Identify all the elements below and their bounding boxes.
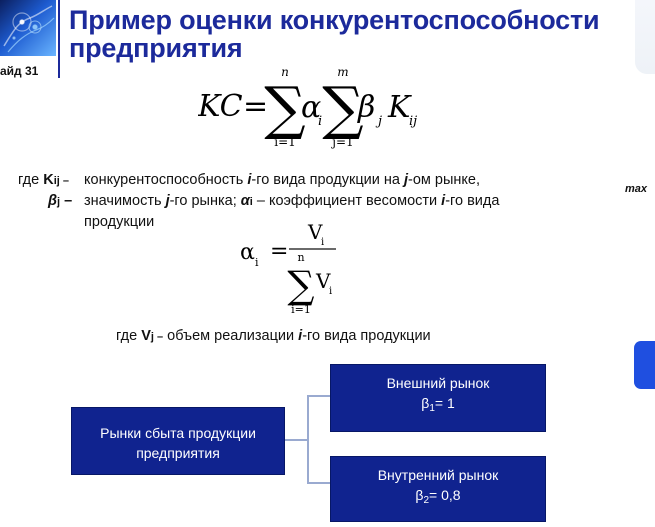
k-description: конкурентоспособность i-го вида продукци… [84,170,480,190]
k-description-part-2: -го вида продукции на [251,172,404,188]
k-term: K [43,172,54,188]
diagram-root-connector [285,439,308,441]
k-description-j: j [404,172,409,188]
internal-market-beta: β [415,487,424,503]
beta-term-subscript: j [57,196,61,208]
alpha-formula-subscript: i [255,256,259,269]
beta-description-i: i [441,193,446,209]
inner-sum-lower-limit: j=1 [330,135,353,149]
formula-equals: = [243,89,268,124]
diagram-vertical-connector [307,395,309,483]
alpha-formula-numerator-subscript: i [321,237,324,248]
alpha-formula-sum-lower-limit: i=1 [291,303,311,316]
k-symbol: K [387,90,412,125]
outer-sum-upper-limit: n [281,65,289,79]
alpha-subscript: i [318,114,322,129]
beta-description-j: j [165,193,170,209]
beta-term: β [48,193,57,209]
definition-continuation: продукции [84,214,155,230]
logo [0,0,56,56]
alpha-inline-subscript: i [249,196,253,208]
where-label: где [18,172,40,188]
alpha-symbol: α [301,90,321,125]
alpha-formula-denominator-subscript: i [329,286,332,297]
alpha-inline-term: α [240,193,250,209]
internal-market-box: Внутренний рынок β2= 0,8 [330,456,546,522]
competitiveness-formula: KC = n ∑ i=1 α i m ∑ j=1 β j K ij [198,65,417,149]
volume-where-label: где [116,328,138,344]
external-market-weight: β1= 1 [331,393,545,416]
beta-subscript: j [375,114,382,129]
outer-sum-lower-limit: i=1 [274,135,296,149]
k-description-part-3: -ом рынке, [408,172,481,188]
external-market-beta: β [421,395,430,411]
diagram-lower-connector [307,482,330,484]
inner-sum-symbol: ∑ [322,74,363,142]
page-title: Пример оценки конкурентоспособности пред… [69,6,629,62]
sales-markets-line-1: Рынки сбыта продукции [100,425,256,441]
external-market-label: Внешний рынок [386,375,490,391]
beta-description-part-1: значимость [84,193,166,209]
beta-symbol: β [357,90,375,125]
slide-label: айд 31 [0,64,39,78]
title-line-2: предприятия [69,33,243,63]
beta-description-part-2: -го рынка; [169,193,241,209]
inner-sum-upper-limit: m [337,65,348,79]
internal-market-weight: β2= 0,8 [331,485,545,508]
k-subscript: ij [409,114,417,129]
external-market-value: = 1 [434,395,455,411]
beta-description-part-3: – коэффициент весомости [252,193,442,209]
definition-row-k: где Kij – [18,170,69,191]
volume-term: V [141,328,151,344]
volume-term-subscript: j – [150,331,164,343]
sales-markets-line-2: предприятия [136,445,220,461]
external-market-box: Внешний рынок β1= 1 [330,364,546,432]
alpha-formula-sum-upper-limit: n [297,251,304,264]
internal-market-label: Внутренний рынок [377,467,499,483]
alpha-formula-numerator: V [307,220,323,244]
sales-markets-box: Рынки сбыта продукции предприятия [71,407,285,475]
k-description-i: i [247,172,252,188]
beta-term-dash: – [60,193,73,209]
k-description-part-1: конкурентоспособность [84,172,248,188]
external-market-beta-subscript: 1 [429,403,435,414]
right-top-decor [635,0,655,74]
alpha-formula-equals: = [270,239,288,264]
volume-text-i: i [298,328,303,344]
right-blue-tab [634,341,655,389]
internal-market-beta-subscript: 2 [423,495,430,506]
internal-market-value: = 0,8 [429,487,461,503]
volume-text-1: объем реализации [163,328,299,344]
beta-description-part-4: -го вида [445,193,500,209]
volume-text-2: -го вида продукции [302,328,431,344]
volume-definition: где Vj – объем реализации i-го вида прод… [116,326,431,347]
diagram-upper-connector [307,395,330,397]
alpha-formula: α i = V i n ∑ i=1 V i [240,220,336,316]
alpha-formula-denominator: V [315,269,331,293]
max-label: max [625,183,648,195]
alpha-formula-sum-symbol: ∑ [287,263,314,307]
title-line-1: Пример оценки конкурентоспособности [69,5,600,35]
formula-lhs: KC [198,89,243,124]
k-term-subscript: ij – [53,175,69,187]
outer-sum-symbol: ∑ [264,74,305,142]
beta-description: значимость j-го рынка; αi – коэффициент … [84,191,499,212]
definition-row-beta: βj – [48,191,72,212]
title-divider [58,0,60,78]
alpha-formula-symbol: α [240,240,255,265]
